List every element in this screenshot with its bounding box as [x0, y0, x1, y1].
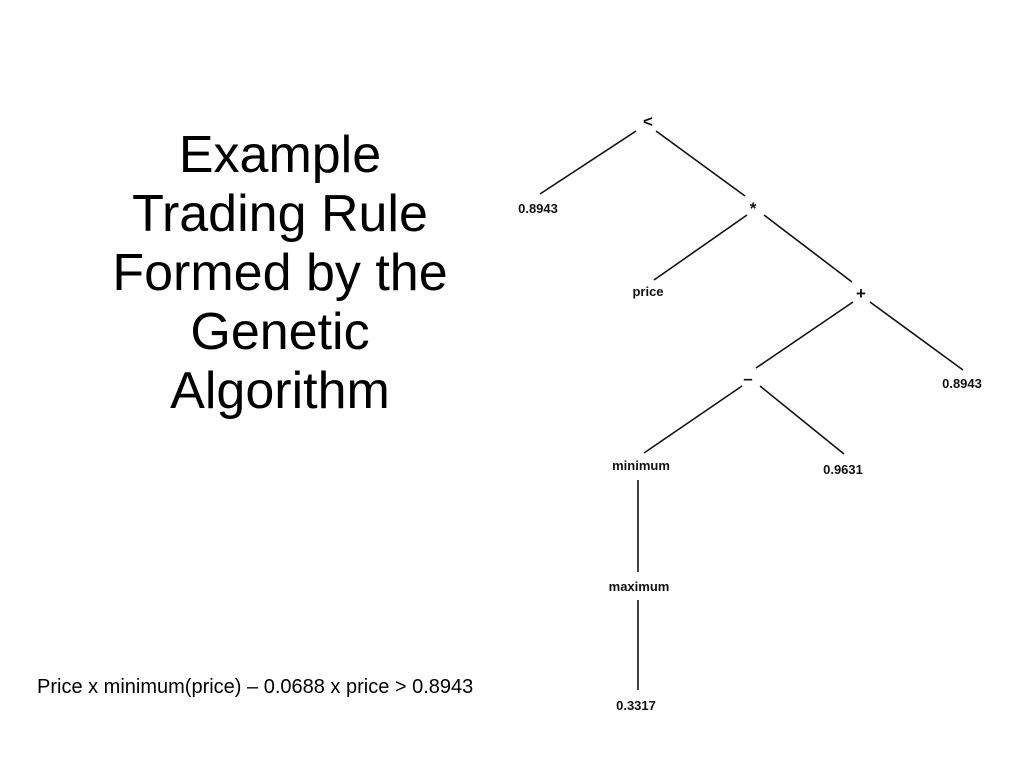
node-less-than: < [643, 112, 653, 131]
title-line: Genetic [190, 303, 370, 361]
node-price: price [632, 284, 663, 299]
edge-root-mult [655, 130, 746, 197]
title-line: Trading Rule [132, 185, 428, 243]
node-constant-3317: 0.3317 [616, 698, 656, 713]
edge-plus-right [869, 301, 964, 371]
node-constant-left: 0.8943 [518, 201, 558, 216]
node-constant-9631: 0.9631 [823, 462, 863, 477]
node-multiply: * [750, 199, 757, 218]
edge-root-left [539, 130, 637, 195]
edge-minus-9631 [759, 385, 845, 455]
edge-mult-price [653, 214, 748, 281]
node-minimum: minimum [612, 458, 670, 473]
edge-minus-minimum [643, 385, 743, 454]
edge-mult-plus [763, 214, 853, 283]
title-line: Algorithm [170, 362, 390, 420]
slide-title: Example Trading Rule Formed by the Genet… [40, 126, 520, 421]
rule-formula: Price x minimum(price) – 0.0688 x price … [37, 676, 474, 698]
node-constant-right: 0.8943 [942, 376, 982, 391]
title-line: Formed by the [112, 244, 448, 302]
edge-plus-minus [755, 301, 854, 369]
node-minus: – [743, 369, 752, 388]
title-line: Example [178, 126, 382, 184]
node-plus: + [856, 284, 866, 303]
node-maximum: maximum [609, 579, 670, 594]
